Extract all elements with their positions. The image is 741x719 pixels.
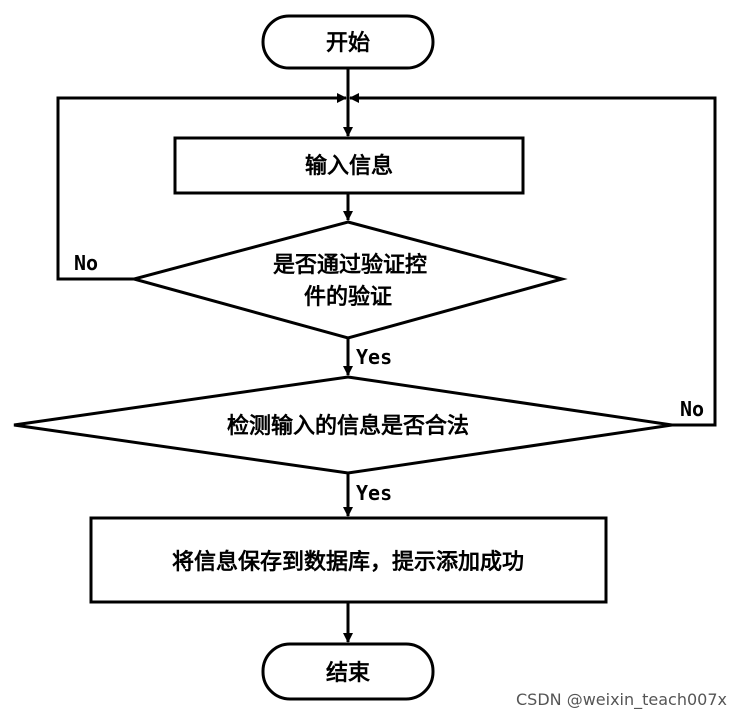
no-loop-right <box>349 93 717 427</box>
end-label: 结束 <box>326 660 371 686</box>
watermark: CSDN @weixin_teach007x <box>516 690 727 710</box>
decision1-node: 是否通过验证控 件的验证 <box>128 220 568 340</box>
yes-label-2: Yes <box>356 481 392 505</box>
start-node: 开始 <box>261 14 435 70</box>
end-node: 结束 <box>261 642 435 701</box>
no-loop-left <box>56 93 347 281</box>
decision1-label-line1: 是否通过验证控 <box>273 252 427 278</box>
decision2-label: 检测输入的信息是否合法 <box>227 413 469 439</box>
yes-label-1: Yes <box>356 345 392 369</box>
start-label: 开始 <box>326 30 370 56</box>
decision1-label-line2: 件的验证 <box>304 284 392 310</box>
no-label-left: No <box>74 251 98 275</box>
input-node: 输入信息 <box>173 136 525 195</box>
decision2-node: 检测输入的信息是否合法 <box>13 375 673 475</box>
save-label: 将信息保存到数据库，提示添加成功 <box>172 549 524 575</box>
save-node: 将信息保存到数据库，提示添加成功 <box>89 516 608 604</box>
no-label-right: No <box>680 397 704 421</box>
input-label: 输入信息 <box>305 153 393 179</box>
